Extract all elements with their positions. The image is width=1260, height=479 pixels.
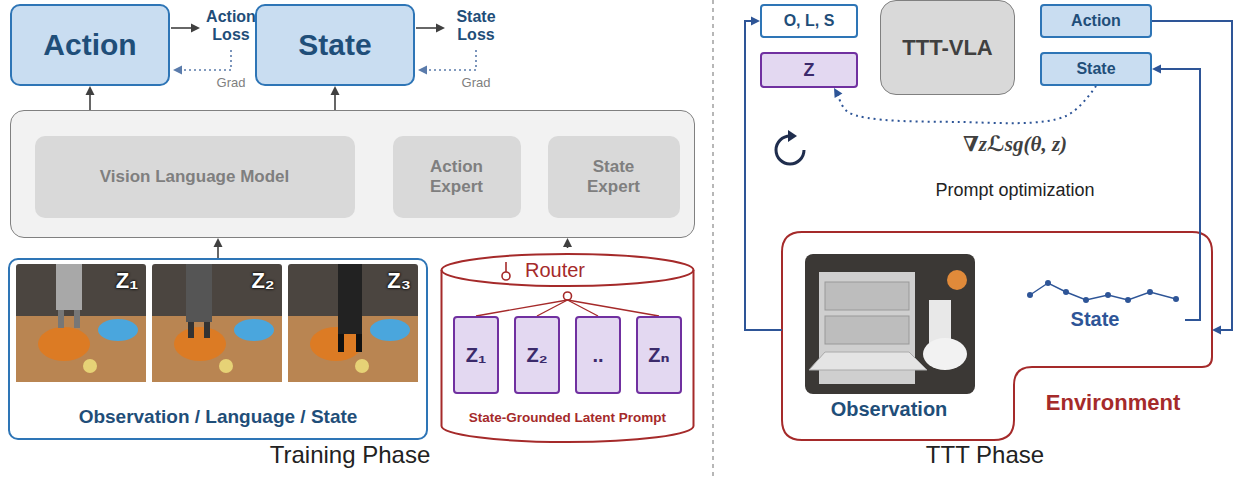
environment-region: Environment Observation State xyxy=(782,232,1212,440)
box-label: Observation / Language / State xyxy=(79,406,358,428)
model-box: Vision Language Model Action Expert State … xyxy=(10,110,695,238)
output-box: State xyxy=(255,4,415,86)
prompt-cylinder xyxy=(442,254,694,442)
connector-group xyxy=(1152,21,1232,335)
connector xyxy=(1152,21,1232,330)
box-label: State Expert xyxy=(574,157,654,196)
latent-prompt-box: Z₁ xyxy=(453,316,499,394)
connector-group xyxy=(331,86,340,110)
gradient-formula: ∇zℒsg(θ, z) xyxy=(963,132,1067,156)
robot-photo xyxy=(16,264,146,382)
box-label: Z₂ xyxy=(526,344,547,367)
prompt-cylinder: RouterState-Grounded Latent Prompt Z₁ Z₂..… xyxy=(440,248,695,442)
loss-label: State Loss xyxy=(441,8,511,45)
connector-group xyxy=(563,238,572,248)
output-box: Action xyxy=(1040,4,1152,38)
box-label: Vision Language Model xyxy=(100,167,290,187)
gradient-label: Grad xyxy=(462,76,491,91)
box-label: Z xyxy=(804,60,815,81)
observation-photo xyxy=(805,254,975,394)
output-box: State xyxy=(1040,52,1152,86)
connector xyxy=(1160,69,1200,320)
box-label: TTT-VLA xyxy=(902,35,992,60)
box-label: Z₁ xyxy=(466,344,487,367)
loss-label: Action Loss xyxy=(196,8,266,45)
connector-group xyxy=(86,86,95,110)
arrowhead xyxy=(1212,326,1221,335)
box-label: Zₙ xyxy=(648,344,669,367)
model-box: TTT-VLA xyxy=(880,0,1015,95)
box-label: State xyxy=(298,28,371,63)
step-caption: Prompt optimization xyxy=(935,180,1094,201)
frame-prompt-label: Z₃ xyxy=(387,268,411,293)
arrowhead xyxy=(1152,65,1161,74)
box-label: State-Grounded Latent Prompt xyxy=(469,410,666,426)
box-label: .. xyxy=(592,344,603,367)
observation-panel: Observation xyxy=(800,248,978,426)
state-trajectory: State xyxy=(1020,270,1185,340)
phase-divider xyxy=(712,0,714,479)
arrowhead xyxy=(751,17,760,26)
box-label: State xyxy=(1071,308,1120,331)
connector xyxy=(217,246,219,258)
connector xyxy=(89,94,91,110)
module-box: Action Expert xyxy=(393,136,521,218)
box-label: Action Expert xyxy=(417,157,497,196)
latent-prompt-box: Z₂ xyxy=(514,316,560,394)
box-label: Observation xyxy=(831,398,948,421)
gradient-label: Grad xyxy=(217,76,246,91)
arrowhead xyxy=(331,86,340,95)
connector xyxy=(334,94,336,110)
arrowhead xyxy=(563,238,572,247)
robot-photo xyxy=(288,264,418,382)
box-label: Router xyxy=(525,259,585,282)
arrowhead xyxy=(834,88,842,98)
loop-icon xyxy=(776,130,804,164)
robot-photo xyxy=(152,264,282,382)
input-box: Observation / Language / State xyxy=(8,258,428,440)
state-trajectory-plot xyxy=(1027,280,1179,303)
arrowhead xyxy=(86,86,95,95)
environment-outline xyxy=(782,232,1212,440)
box-label: State xyxy=(1076,60,1115,78)
frame-prompt-label: Z₂ xyxy=(251,268,274,293)
connector-group xyxy=(214,238,223,258)
latent-prompt-box: Zₙ xyxy=(636,316,682,394)
output-box: Action xyxy=(10,4,170,86)
module-box: State Expert xyxy=(548,136,680,218)
phase-title: Training Phase xyxy=(270,441,431,469)
connector-group xyxy=(1152,65,1200,321)
box-label: Environment xyxy=(1046,390,1180,415)
box-label: Action xyxy=(1071,12,1121,30)
frame-prompt-label: Z₁ xyxy=(116,268,139,293)
latent-prompt-box: .. xyxy=(575,316,621,394)
box-label: Action xyxy=(43,28,136,63)
latent-prompt-box: Z xyxy=(760,52,858,88)
box-label: O, L, S xyxy=(784,12,835,30)
module-box: Vision Language Model xyxy=(35,136,355,218)
phase-title: TTT Phase xyxy=(926,441,1044,469)
input-box: O, L, S xyxy=(760,4,858,38)
arrowhead xyxy=(214,238,223,247)
